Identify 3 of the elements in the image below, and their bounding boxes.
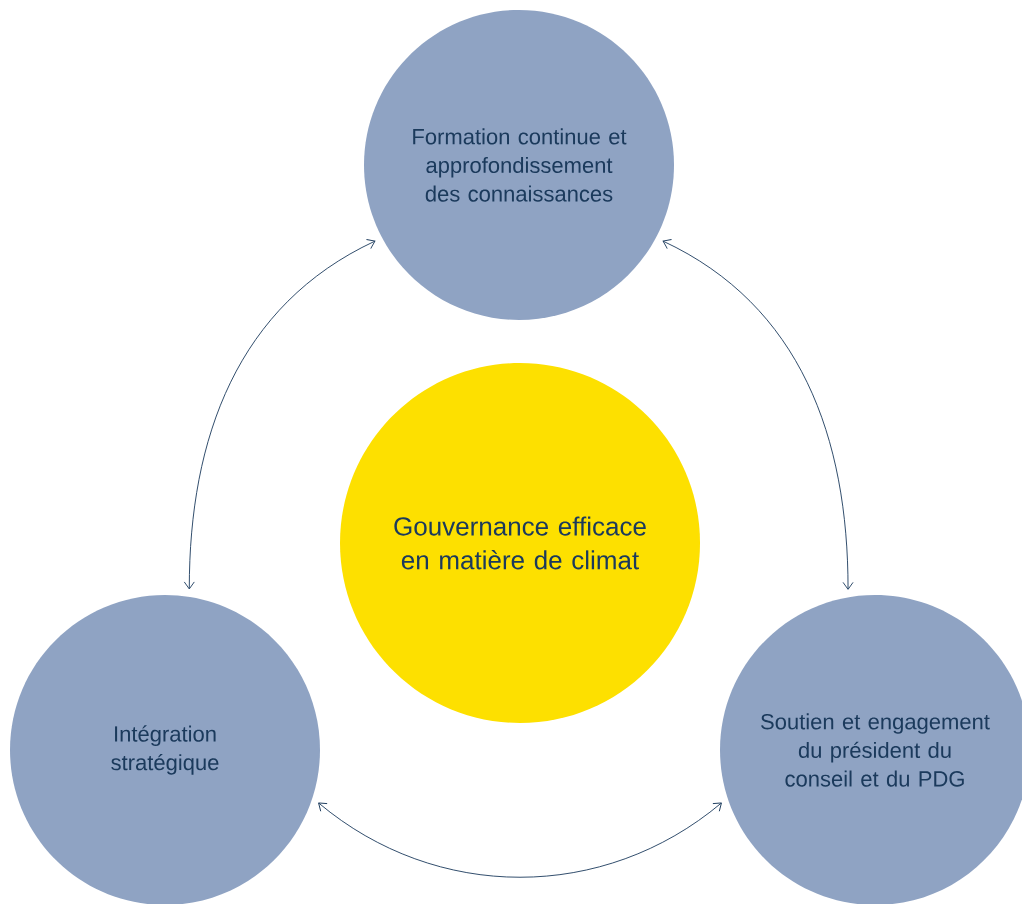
curved-arrow (662, 239, 854, 590)
curved-arrow (183, 239, 376, 590)
curved-arrow (318, 802, 722, 878)
